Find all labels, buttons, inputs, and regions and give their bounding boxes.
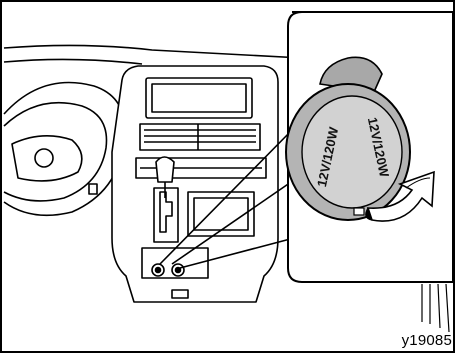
dashboard-power-outlet-illustration: 12V/120W 12V/120W [2,2,453,351]
dashboard-top-edge [4,45,302,58]
center-console [112,66,278,302]
power-outlet-left-center [156,268,161,273]
dashboard-scene [4,45,302,302]
wire-harness [422,284,449,332]
dashboard-top-edge-inner [4,59,142,64]
figure-id-label: y19085 [400,332,452,349]
cap-release-tab [354,208,364,215]
gear-lever-knob [156,157,174,182]
power-outlet-right-center [176,268,181,273]
